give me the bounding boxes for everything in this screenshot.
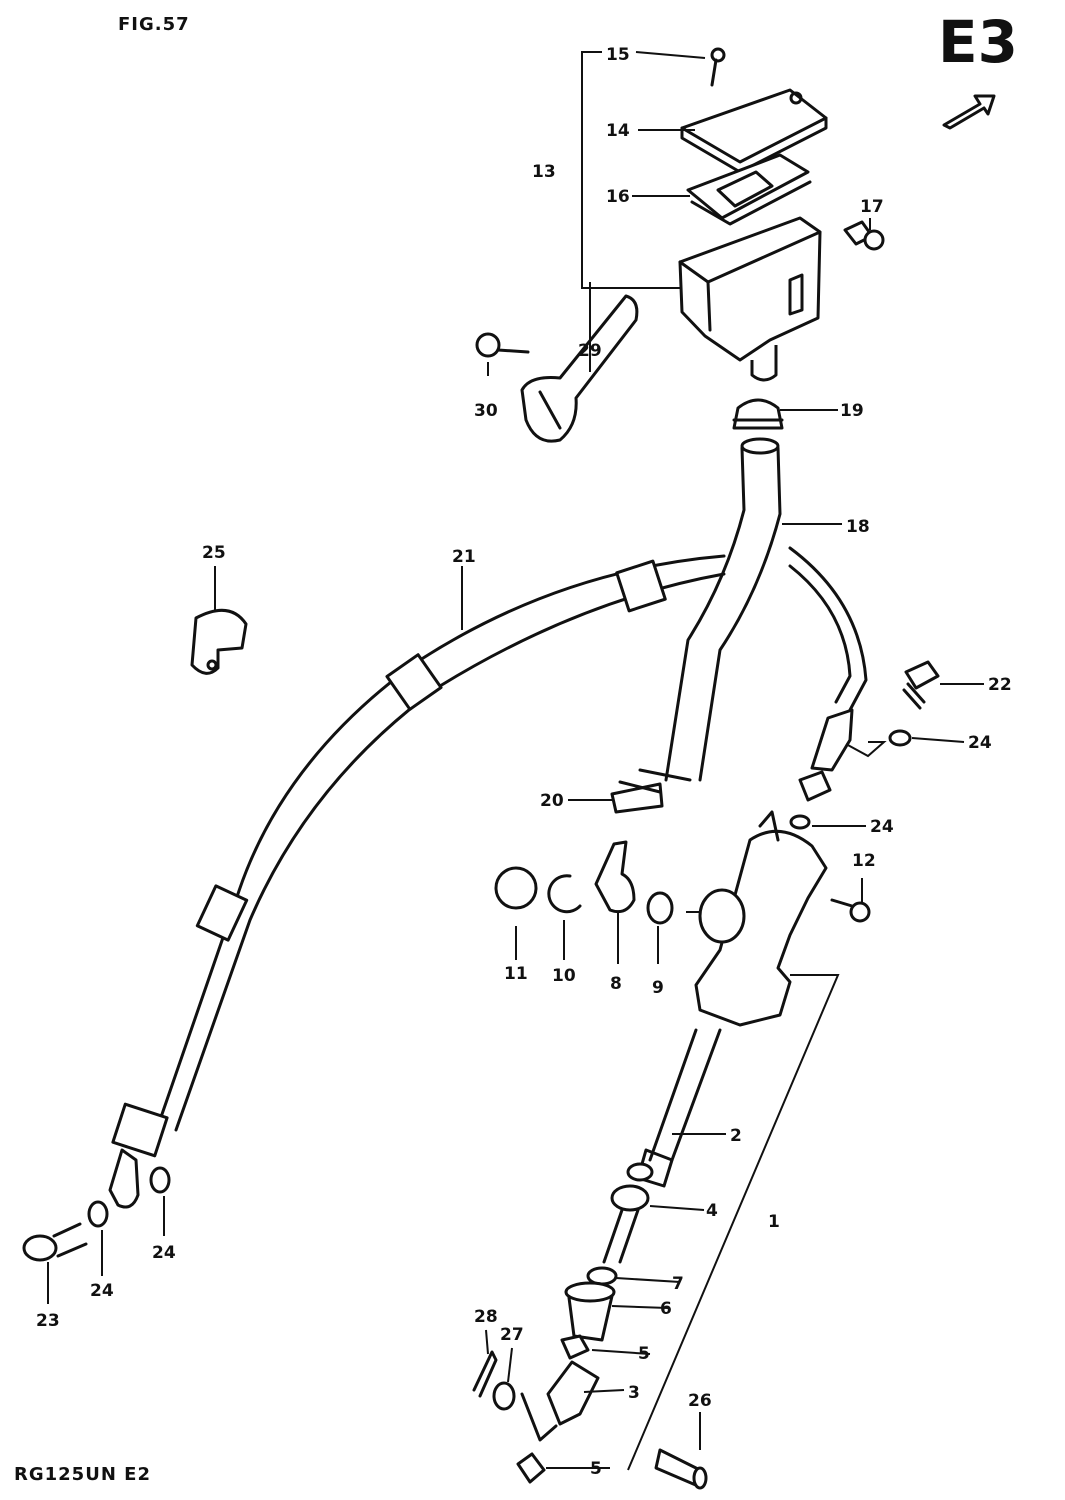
callout-20: 20 — [540, 791, 564, 811]
master-cylinder-body — [694, 810, 828, 1027]
cotter-pin — [472, 1350, 498, 1398]
reservoir-cap-screw — [710, 47, 726, 87]
hose-guide-clip — [190, 608, 248, 675]
callout-24c: 24 — [152, 1243, 176, 1263]
callout-5a: 5 — [638, 1344, 650, 1364]
model-code: RG125UN E2 — [14, 1464, 151, 1485]
callout-18: 18 — [846, 517, 870, 537]
callout-25: 25 — [202, 543, 226, 563]
callout-1: 1 — [768, 1212, 780, 1232]
callout-6: 6 — [660, 1299, 672, 1319]
callout-13: 13 — [532, 162, 556, 182]
dust-boot — [564, 1281, 616, 1342]
piston-assembly — [626, 1028, 722, 1188]
hose-clamp-upper — [732, 398, 784, 430]
callout-7: 7 — [672, 1274, 684, 1294]
clevis — [520, 1360, 600, 1442]
hose-clamp-lower — [610, 780, 664, 814]
callout-19: 19 — [840, 401, 864, 421]
banjo-bolt-lower — [22, 1222, 88, 1262]
direction-arrow-icon — [942, 94, 996, 130]
reservoir-body — [678, 216, 822, 382]
callout-9: 9 — [652, 978, 664, 998]
callout-10: 10 — [552, 966, 576, 986]
callout-11: 11 — [504, 964, 528, 984]
callout-28: 28 — [474, 1307, 498, 1327]
lock-nut — [516, 1452, 546, 1484]
callout-27: 27 — [500, 1325, 524, 1345]
callout-5b: 5 — [590, 1459, 602, 1479]
assembly-bracket-line-1 — [627, 974, 840, 1471]
callout-3: 3 — [628, 1383, 640, 1403]
leader-lines — [47, 51, 984, 1469]
callout-12: 12 — [852, 851, 876, 871]
mounting-bolt — [830, 898, 871, 923]
figure-ref: FIG.57 — [118, 14, 190, 35]
callout-4: 4 — [706, 1201, 718, 1221]
washer-27 — [492, 1381, 516, 1411]
callout-30: 30 — [474, 401, 498, 421]
callout-16: 16 — [606, 187, 630, 207]
region-badge: E3 — [938, 8, 1018, 76]
callout-24b: 24 — [870, 817, 894, 837]
nut — [560, 1334, 590, 1360]
callout-26: 26 — [688, 1391, 712, 1411]
callout-2: 2 — [730, 1126, 742, 1146]
callout-17: 17 — [860, 197, 884, 217]
reservoir-cap — [680, 88, 828, 174]
svg-text:E3: E3 — [938, 8, 1018, 76]
callout-23: 23 — [36, 1311, 60, 1331]
callout-15: 15 — [606, 45, 630, 65]
clamp-bolt — [475, 332, 530, 358]
clevis-pin — [654, 1448, 708, 1490]
callout-14: 14 — [606, 121, 630, 141]
reservoir-bracket-line-13 — [581, 51, 680, 289]
hose-banjo-lower — [108, 1148, 171, 1209]
banjo-bolt-upper — [902, 660, 940, 710]
callout-24a: 24 — [968, 733, 992, 753]
brake-hose — [111, 554, 726, 1158]
reservoir-diaphragm — [686, 153, 812, 226]
callout-24d: 24 — [90, 1281, 114, 1301]
brake-hose-clamp — [520, 294, 639, 443]
reservoir-union-parts — [494, 840, 674, 925]
reservoir-hose — [638, 437, 782, 782]
reservoir-bolt — [843, 220, 885, 251]
callout-22: 22 — [988, 675, 1012, 695]
hose-banjo-upper — [788, 546, 868, 802]
callout-8: 8 — [610, 974, 622, 994]
push-rod — [586, 1184, 650, 1286]
callout-29: 29 — [578, 341, 602, 361]
washers — [87, 729, 912, 1228]
callout-21: 21 — [452, 547, 476, 567]
